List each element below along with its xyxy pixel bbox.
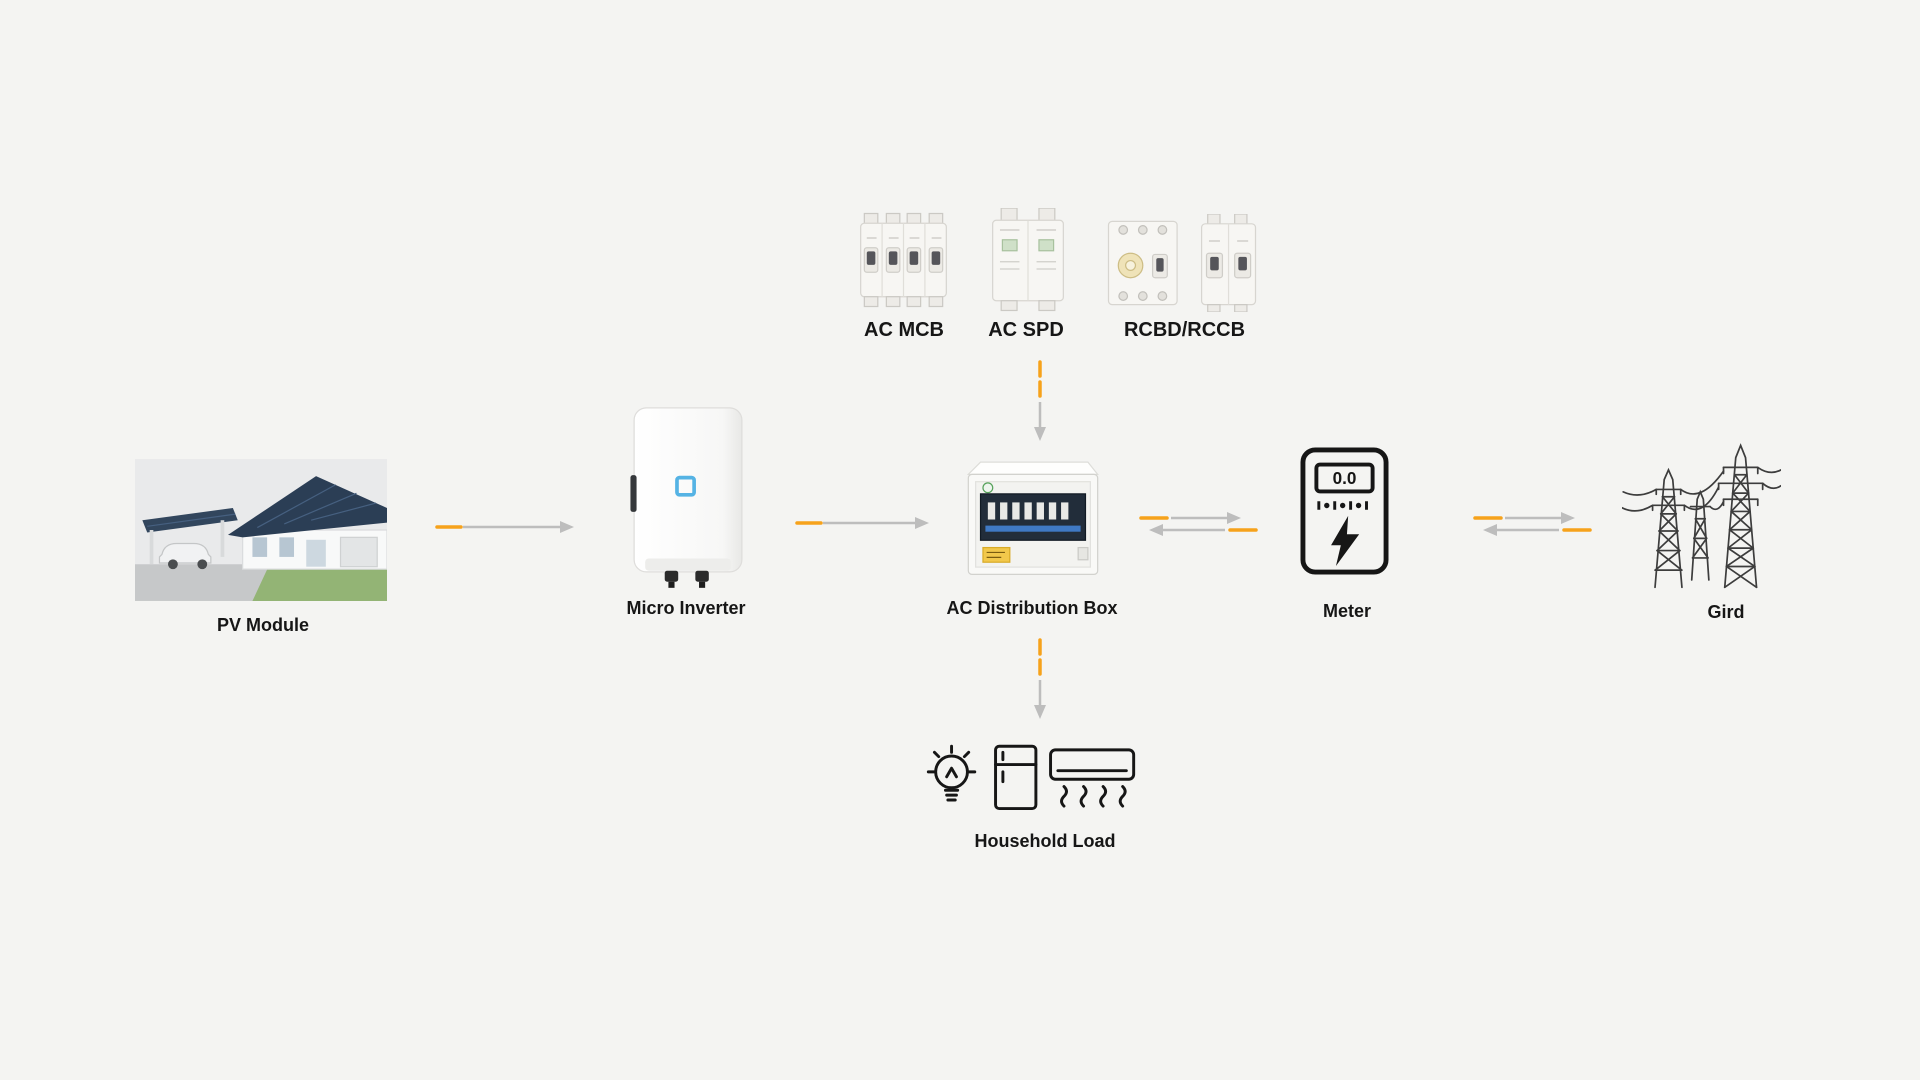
rcbd-rccb-icon (1107, 214, 1257, 312)
ac-distribution-box-icon (966, 461, 1099, 576)
box-logo (982, 482, 994, 494)
micro-inverter-device (628, 404, 748, 588)
air-conditioner-icon (1049, 748, 1136, 808)
warning-label (982, 546, 1011, 563)
ac-mcb-device (857, 211, 950, 309)
refrigerator-icon (994, 744, 1038, 811)
household-load-label: Household Load (974, 831, 1116, 851)
household-load-icon-row (926, 744, 1136, 811)
ac-spd-icon (992, 208, 1064, 312)
ac-mcb-icon (860, 212, 947, 308)
ac-spd-device (989, 208, 1067, 313)
pv-module-image (135, 459, 387, 601)
inverter-logo (675, 475, 696, 497)
rcbd-rccb-device (1106, 214, 1258, 312)
grid-towers (1622, 438, 1781, 591)
rcbd-rccb-label: RCBD/RCCB (1123, 319, 1246, 341)
pv-module-label: PV Module (216, 615, 309, 635)
ac-distribution-box-device (961, 457, 1105, 582)
micro-inverter-icon (630, 407, 743, 588)
car (158, 542, 212, 564)
meter-display (1314, 462, 1375, 494)
gird-label: Gird (1707, 602, 1745, 622)
lightning-bolt-icon (1331, 515, 1360, 566)
energy-meter-icon: 0.0 (1300, 447, 1389, 575)
household-load-icons (921, 740, 1141, 816)
micro-inverter-label: Micro Inverter (626, 598, 746, 618)
ac-distribution-box-label: AC Distribution Box (946, 598, 1118, 618)
meter-terminal-row (1317, 501, 1368, 510)
meter-display-value: 0.0 (1333, 469, 1357, 488)
meter-device: 0.0 (1298, 445, 1391, 577)
ac-spd-label: AC SPD (988, 319, 1064, 341)
meter-label: Meter (1322, 601, 1371, 621)
ac-mcb-label: AC MCB (864, 319, 944, 341)
lightbulb-icon (926, 744, 977, 802)
breaker-window (979, 493, 1087, 541)
house-with-solar-panels (135, 459, 387, 601)
transmission-towers-icon (1622, 443, 1781, 589)
